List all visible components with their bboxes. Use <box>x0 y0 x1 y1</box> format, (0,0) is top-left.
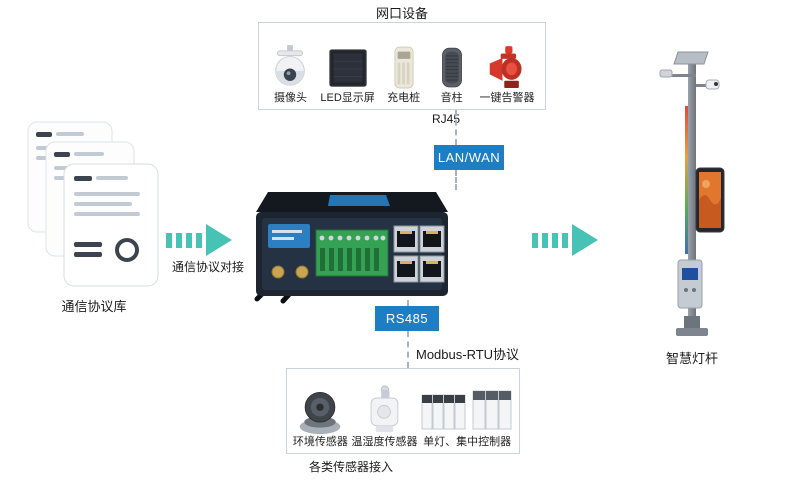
smart-pole-label: 智慧灯杆 <box>665 351 718 366</box>
rs485-badge: RS485 <box>375 306 439 331</box>
device-charging-pile: 充电桩 <box>384 45 424 105</box>
modbus-protocol-label: Modbus-RTU协议 <box>416 347 520 362</box>
environment-sensor-icon <box>299 391 341 435</box>
sensors-row: 环境传感器 温湿度传感器 <box>287 369 519 453</box>
protocol-library-icon <box>27 121 159 287</box>
device-led-screen-label: LED显示屏 <box>320 92 375 104</box>
top-box-title: 网口设备 <box>375 6 428 21</box>
gateway-device-icon <box>254 192 448 304</box>
network-devices-box: 摄像头 LED显示屏 <box>258 22 546 110</box>
charging-pile-icon <box>394 46 414 89</box>
sensor-controllers-label: 单灯、集中控制器 <box>423 436 512 448</box>
arrow-dash <box>542 232 548 248</box>
device-speaker-column: 音柱 <box>433 45 471 105</box>
sensor-temp-humidity-label: 温湿度传感器 <box>351 436 418 448</box>
device-charging-pile-label: 充电桩 <box>387 92 421 104</box>
device-camera: 摄像头 <box>269 45 311 105</box>
din-controllers-icon <box>421 390 512 430</box>
arrow-dash <box>166 232 172 248</box>
temp-humidity-sensor-icon <box>371 385 399 433</box>
rj45-label: RJ45 <box>431 112 460 126</box>
left-arrow-label: 通信协议对接 <box>171 260 244 274</box>
arrow-dash <box>186 232 192 248</box>
arrow-dash <box>532 232 538 248</box>
lan-wan-badge: LAN/WAN <box>434 145 504 170</box>
arrow-dash <box>196 232 202 248</box>
arrow-dash <box>562 232 568 248</box>
arrow-dash <box>552 232 558 248</box>
device-alarm: 一键告警器 <box>479 45 534 105</box>
led-screen-icon <box>328 49 367 87</box>
device-led-screen: LED显示屏 <box>320 45 375 105</box>
device-speaker-column-label: 音柱 <box>440 92 463 104</box>
arrow-dash <box>176 232 182 248</box>
sensors-box: 环境传感器 温湿度传感器 <box>286 368 520 454</box>
alarm-icon <box>489 46 522 88</box>
bottom-connector-line-lower <box>407 331 409 368</box>
left-arrow <box>166 224 232 256</box>
sensors-footer-label: 各类传感器接入 <box>308 460 393 474</box>
network-devices-row: 摄像头 LED显示屏 <box>259 23 545 109</box>
arrow-head-icon <box>572 224 598 256</box>
top-connector-line-lower <box>455 170 457 190</box>
right-arrow <box>532 224 598 256</box>
arrow-head-icon <box>206 224 232 256</box>
smart-pole-icon <box>659 51 725 336</box>
speaker-column-icon <box>441 47 462 88</box>
sensor-environment-label: 环境传感器 <box>292 436 348 448</box>
protocol-library-label: 通信协议库 <box>61 299 127 314</box>
sensor-temp-humidity: 温湿度传感器 <box>351 385 417 449</box>
bottom-connector-line-upper <box>407 300 409 306</box>
sensor-environment: 环境传感器 <box>293 385 348 449</box>
sensor-controllers: 单灯、集中控制器 <box>421 385 513 449</box>
dome-camera-icon <box>275 45 306 86</box>
device-camera-label: 摄像头 <box>273 92 307 104</box>
device-alarm-label: 一键告警器 <box>479 92 535 104</box>
top-connector-line-upper <box>455 110 457 145</box>
